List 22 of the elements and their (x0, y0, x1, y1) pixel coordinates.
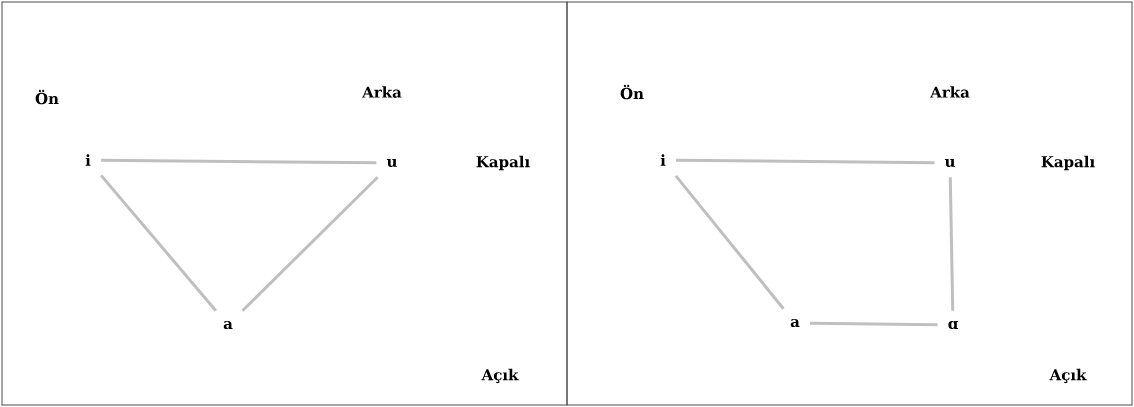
connector-line (101, 158, 377, 165)
axis-label: Açık (481, 368, 519, 384)
connector-line (676, 158, 935, 165)
axis-label: Açık (1049, 368, 1087, 384)
axis-label: Arka (362, 86, 402, 98)
axis-label: Arka (930, 86, 970, 98)
connector-line (948, 177, 955, 311)
vowel-label: ɑ (948, 320, 958, 330)
axis-label: Kapalı (476, 155, 530, 171)
axis-label: Kapalı (1041, 155, 1095, 171)
axis-label: Ön (620, 84, 644, 100)
vowel-label: a (223, 320, 233, 330)
connector-line (674, 174, 785, 310)
vowel-label: i (85, 154, 91, 166)
vowel-label: u (944, 159, 955, 167)
vowel-label: u (386, 159, 397, 167)
connector-line (810, 321, 938, 327)
vowel-label: a (790, 318, 800, 328)
connector-line (99, 174, 217, 312)
connector-line (241, 176, 379, 312)
axis-label: Ön (35, 89, 59, 105)
vowel-label: i (660, 154, 666, 166)
